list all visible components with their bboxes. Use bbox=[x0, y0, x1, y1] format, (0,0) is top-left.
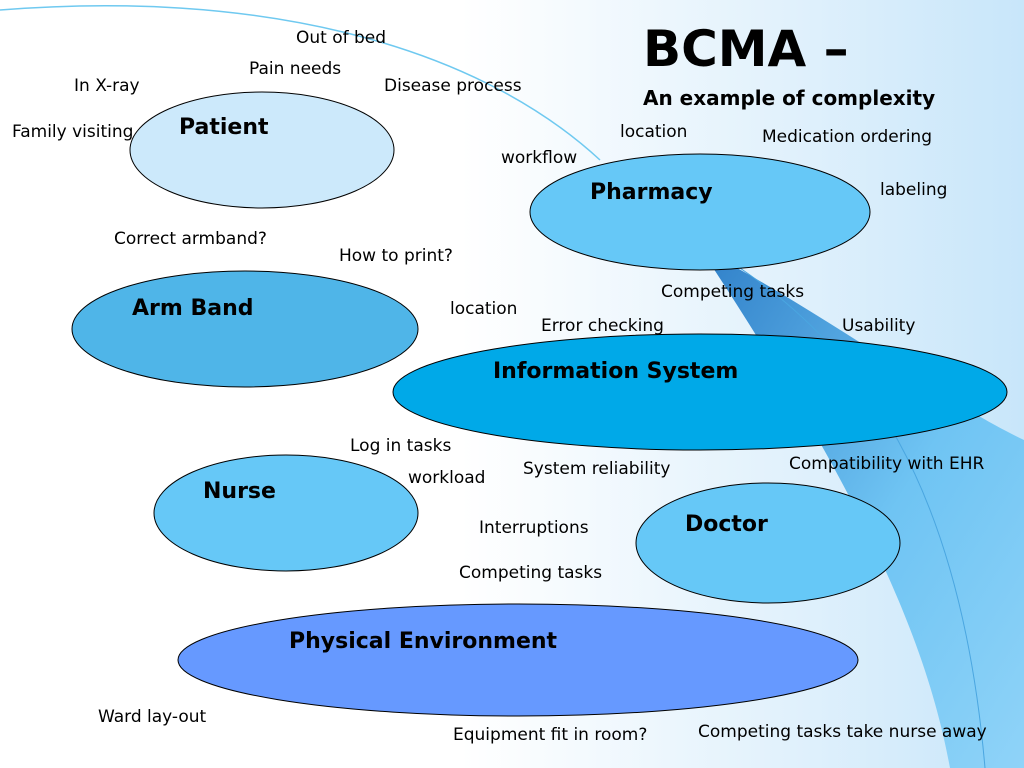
physical-environment-ellipse bbox=[177, 603, 859, 717]
factor-workload: workload bbox=[408, 468, 486, 488]
node-pharmacy-label: Pharmacy bbox=[590, 180, 713, 205]
factor-error-checking: Error checking bbox=[541, 316, 664, 336]
factor-ward-layout: Ward lay-out bbox=[98, 707, 207, 727]
factor-correct-armband: Correct armband? bbox=[114, 229, 267, 249]
factor-competing-tasks-top: Competing tasks bbox=[661, 282, 805, 302]
factor-compatibility-ehr: Compatibility with EHR bbox=[789, 454, 985, 474]
factor-pain-needs: Pain needs bbox=[249, 59, 342, 79]
factor-interruptions: Interruptions bbox=[479, 518, 589, 538]
arm-band-ellipse bbox=[71, 270, 419, 388]
factor-how-to-print: How to print? bbox=[339, 246, 453, 266]
factor-medication-ordering: Medication ordering bbox=[762, 127, 932, 147]
pharmacy-ellipse bbox=[529, 153, 871, 271]
nurse-ellipse bbox=[153, 454, 419, 572]
factor-labeling: labeling bbox=[880, 180, 948, 200]
factor-location-top: location bbox=[620, 122, 688, 142]
factor-competing-tasks-bottom: Competing tasks bbox=[459, 563, 603, 583]
factor-system-reliability: System reliability bbox=[523, 459, 671, 479]
factor-log-in-tasks: Log in tasks bbox=[350, 436, 452, 456]
decorative-swoosh-line bbox=[0, 4, 601, 161]
doctor-ellipse bbox=[635, 482, 901, 604]
factor-out-of-bed: Out of bed bbox=[296, 28, 387, 48]
node-physical-environment-label: Physical Environment bbox=[289, 629, 558, 654]
slide-subtitle: An example of complexity bbox=[643, 86, 936, 110]
node-nurse-label: Nurse bbox=[203, 479, 276, 504]
factor-equipment-fit: Equipment fit in room? bbox=[453, 725, 648, 745]
factor-competing-tasks-away: Competing tasks take nurse away bbox=[698, 722, 987, 742]
factor-disease-process: Disease process bbox=[384, 76, 522, 96]
information-system-ellipse bbox=[392, 333, 1008, 451]
decorative-ribbon-edge bbox=[739, 267, 986, 768]
node-patient-label: Patient bbox=[179, 115, 269, 140]
slide-title: BCMA – bbox=[643, 20, 849, 78]
node-information-system-label: Information System bbox=[493, 359, 739, 384]
patient-ellipse bbox=[129, 91, 395, 209]
node-doctor-label: Doctor bbox=[685, 512, 768, 537]
factor-family-visiting: Family visiting bbox=[12, 122, 134, 142]
factor-in-xray: In X-ray bbox=[74, 76, 140, 96]
factor-workflow: workflow bbox=[501, 148, 578, 168]
factor-location-mid: location bbox=[450, 299, 518, 319]
node-arm-band-label: Arm Band bbox=[132, 296, 254, 321]
factor-usability: Usability bbox=[842, 316, 916, 336]
